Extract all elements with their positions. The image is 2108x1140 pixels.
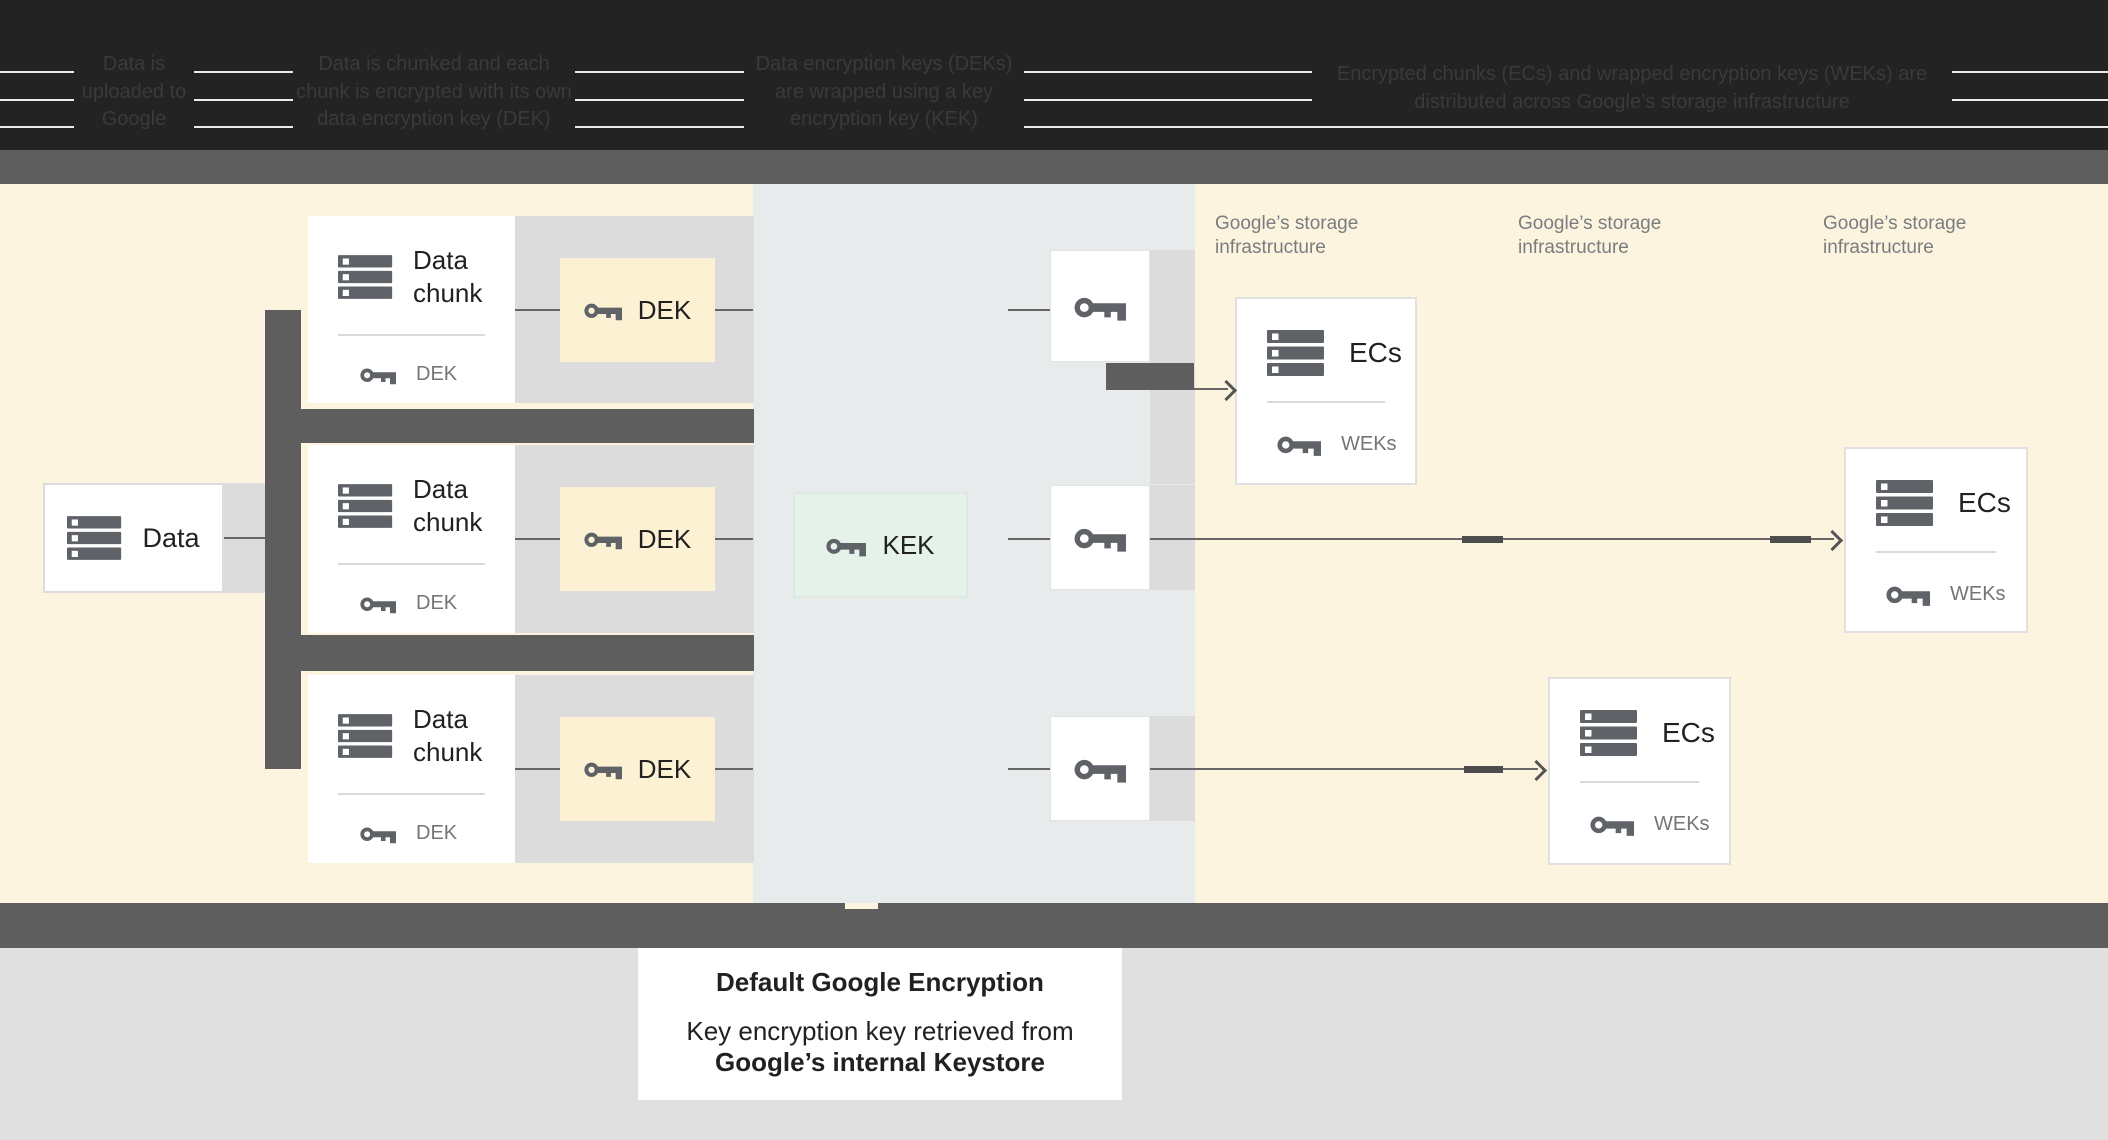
ecs-box-1: ECs WEKs [1235, 297, 1417, 485]
dek-label: DEK [637, 523, 692, 554]
weks-label: WEKs [1341, 432, 1397, 455]
chunk-dek-label: DEK [416, 822, 458, 844]
connector-data-trunk [224, 537, 265, 539]
row3-arrow-dash [1464, 766, 1503, 773]
caption-title: Default Google Encryption [716, 967, 1044, 997]
header-step-1: Data is uploaded to Google [74, 51, 194, 134]
ecs-stack-icon [1267, 330, 1324, 376]
chunk-title: Data chunk [413, 245, 483, 308]
horizontal-pipe-1 [265, 409, 754, 443]
ecs-divider [1267, 401, 1385, 403]
chunk-stack-icon [338, 484, 393, 528]
dek-label: DEK [637, 753, 692, 784]
chunk-stack-icon [338, 714, 393, 758]
dek-key-icon [360, 368, 396, 385]
wrap-band-row2 [1150, 485, 1195, 590]
weks-key-icon [1590, 816, 1634, 836]
connector-row1-wrap [1008, 309, 1050, 311]
chunk-stack-icon [338, 255, 393, 299]
ecs-box-2: ECs WEKs [1844, 447, 2028, 633]
chunk-title: Data chunk [413, 474, 483, 537]
kek-box: KEK [793, 492, 968, 598]
weks-label: WEKs [1654, 812, 1710, 835]
chunk-divider [338, 793, 485, 795]
bottom-divider-bar [0, 903, 2108, 948]
chunk-divider [338, 334, 485, 336]
key-icon [584, 303, 622, 321]
ecs-label: ECs [1958, 487, 2011, 518]
dek-box-3: DEK [560, 717, 715, 821]
wrapped-key-icon [1074, 297, 1126, 321]
dek-box-1: DEK [560, 258, 715, 362]
wrapped-key-box-2 [1050, 485, 1150, 590]
top-divider-bar [0, 150, 2108, 184]
row1-arrow-pipe [1106, 363, 1194, 390]
data-chunk-box-1: Data chunk DEK [308, 216, 515, 403]
header-separator-line [0, 71, 2108, 73]
key-icon [584, 762, 622, 780]
ecs-divider [1876, 551, 1996, 553]
wrapped-key-icon [1074, 528, 1126, 552]
weks-key-icon [1277, 436, 1321, 456]
header-step-2: Data is chunked and each chunk is encryp… [293, 51, 575, 134]
kek-caption-connector-notch [845, 903, 878, 909]
storage-infrastructure-label-3: Google’s storage infrastructure [1823, 213, 1967, 258]
connector-row3-wrap [1008, 768, 1050, 770]
row3-arrow-line [1150, 768, 1538, 770]
wrapped-key-box-1 [1050, 250, 1150, 362]
caption-box: Default Google Encryption Key encryption… [638, 948, 1122, 1100]
header-step-4: Encrypted chunks (ECs) and wrapped encry… [1312, 61, 1952, 116]
storage-infrastructure-label-1: Google’s storage infrastructure [1215, 213, 1359, 258]
header-separator-line [0, 126, 2108, 128]
ecs-label: ECs [1662, 717, 1715, 748]
row2-arrow-dash [1770, 536, 1811, 543]
wrapped-key-box-3 [1050, 716, 1150, 821]
kek-key-icon [826, 538, 867, 556]
ecs-stack-icon [1580, 710, 1637, 756]
ecs-label: ECs [1349, 337, 1402, 368]
ecs-stack-icon [1876, 480, 1933, 526]
chunk-title: Data chunk [413, 704, 483, 767]
caption-line-2: Google’s internal Keystore [715, 1047, 1045, 1077]
connector-row2-wrap [1008, 538, 1050, 540]
dek-key-icon [360, 597, 396, 614]
data-stack-icon [67, 516, 122, 560]
dek-key-icon [360, 827, 396, 844]
header-step-3: Data encryption keys (DEKs) are wrapped … [744, 51, 1024, 134]
storage-infrastructure-label-2: Google’s storage infrastructure [1518, 213, 1662, 258]
dek-label: DEK [637, 294, 692, 325]
kek-label: KEK [882, 529, 935, 560]
header-band: Data is uploaded to Google Data is chunk… [0, 0, 2108, 150]
horizontal-pipe-2 [265, 635, 754, 671]
caption-line-1: Key encryption key retrieved from [686, 1016, 1074, 1046]
chunk-dek-label: DEK [416, 363, 458, 385]
weks-key-icon [1886, 586, 1930, 606]
weks-label: WEKs [1950, 582, 2006, 605]
trunk-pipe [265, 310, 301, 769]
wrapped-key-icon [1074, 759, 1126, 783]
chunk-dek-label: DEK [416, 592, 458, 614]
ecs-box-3: ECs WEKs [1548, 677, 1731, 865]
key-icon [584, 532, 622, 550]
data-label: Data [142, 522, 200, 553]
chunk-divider [338, 563, 485, 565]
row2-arrow-dash [1462, 536, 1503, 543]
header-separator-line [0, 99, 2108, 101]
data-box: Data [43, 483, 224, 593]
data-chunk-box-3: Data chunk DEK [308, 675, 515, 863]
ecs-divider [1580, 781, 1699, 783]
data-chunk-box-2: Data chunk DEK [308, 445, 515, 633]
row1-arrow-line [1194, 388, 1228, 390]
dek-box-2: DEK [560, 487, 715, 591]
